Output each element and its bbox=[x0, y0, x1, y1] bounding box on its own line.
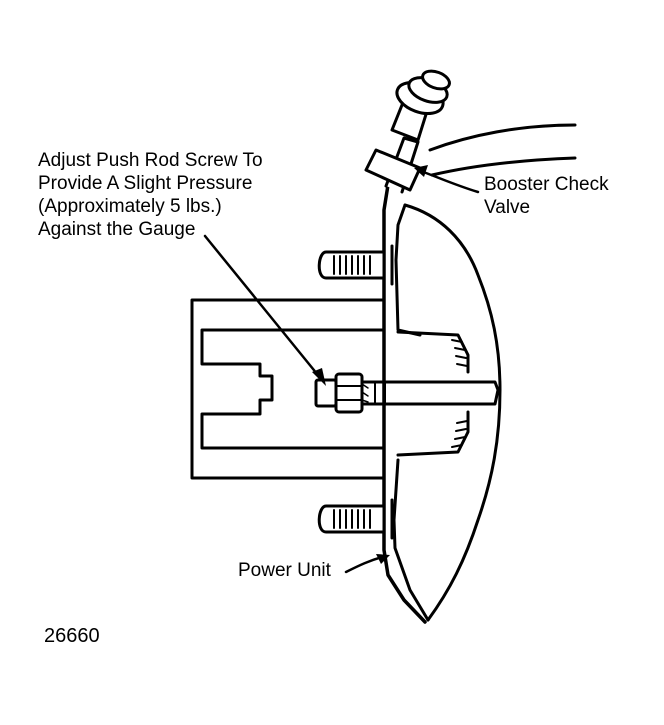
diaphragm-hub bbox=[396, 330, 470, 457]
note-line-3: (Approximately 5 lbs.) bbox=[38, 196, 222, 217]
push-rod-adjustment-note: Adjust Push Rod Screw To Provide A Sligh… bbox=[38, 150, 263, 240]
mounting-stud-lower bbox=[317, 498, 394, 540]
arrowheads bbox=[312, 165, 428, 564]
check-valve-label: Booster Check Valve bbox=[484, 174, 609, 218]
push-rod-screw[interactable] bbox=[314, 372, 364, 414]
check-valve-label-line-1: Booster Check bbox=[484, 174, 609, 195]
push-rod-gauge[interactable] bbox=[190, 298, 386, 480]
power-unit-shell bbox=[382, 183, 502, 624]
push-rod bbox=[360, 380, 500, 406]
power-unit-label: Power Unit bbox=[238, 560, 332, 581]
figure-number: 26660 bbox=[44, 625, 100, 647]
note-line-1: Adjust Push Rod Screw To bbox=[38, 150, 263, 171]
check-valve-label-line-2: Valve bbox=[484, 197, 530, 218]
note-line-2: Provide A Slight Pressure bbox=[38, 173, 252, 194]
vacuum-hose bbox=[428, 123, 577, 177]
mounting-stud-upper bbox=[317, 244, 394, 286]
check-valve[interactable] bbox=[364, 68, 452, 194]
note-line-4: Against the Gauge bbox=[38, 219, 195, 240]
